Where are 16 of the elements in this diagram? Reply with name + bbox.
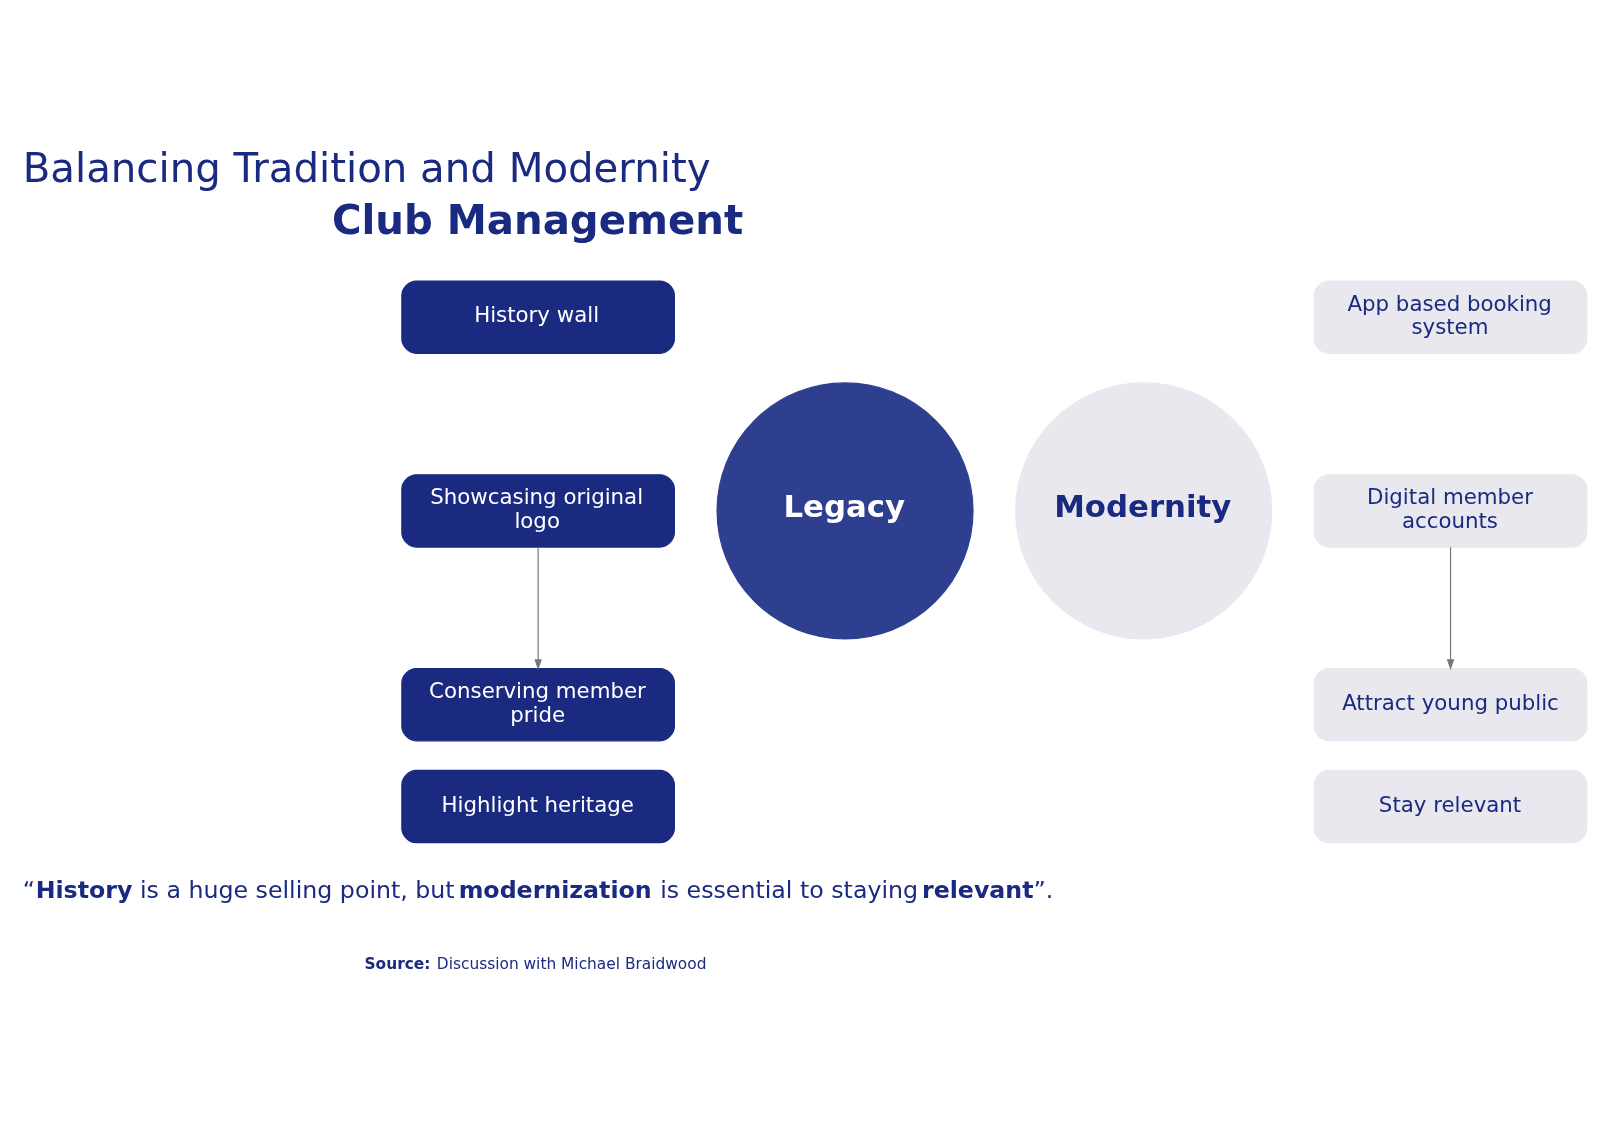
node-box: Conserving member pride (401, 667, 675, 742)
node-box: Stay relevant (1313, 769, 1588, 844)
node-box: App based booking system (1313, 280, 1588, 354)
node-box: Highlight heritage (401, 769, 675, 844)
arrow (1446, 546, 1455, 671)
label: “History is a huge selling point, but modernization is essential to staying relevant”. (22, 876, 1054, 905)
node-circle: Modernity (1015, 382, 1273, 640)
arrow (534, 546, 542, 671)
node-circle: Legacy (716, 382, 974, 640)
node-box: Attract young public (1313, 667, 1588, 742)
node-box: Digital member accounts (1313, 474, 1588, 548)
node-box: Showcasing original logo (401, 474, 675, 548)
node-box: History wall (401, 280, 675, 354)
diagram-title: Balancing Tradition and Modernity (22, 144, 711, 191)
label: Source: Discussion with Michael Braidwood (364, 954, 707, 973)
label: Club Management (331, 196, 744, 243)
